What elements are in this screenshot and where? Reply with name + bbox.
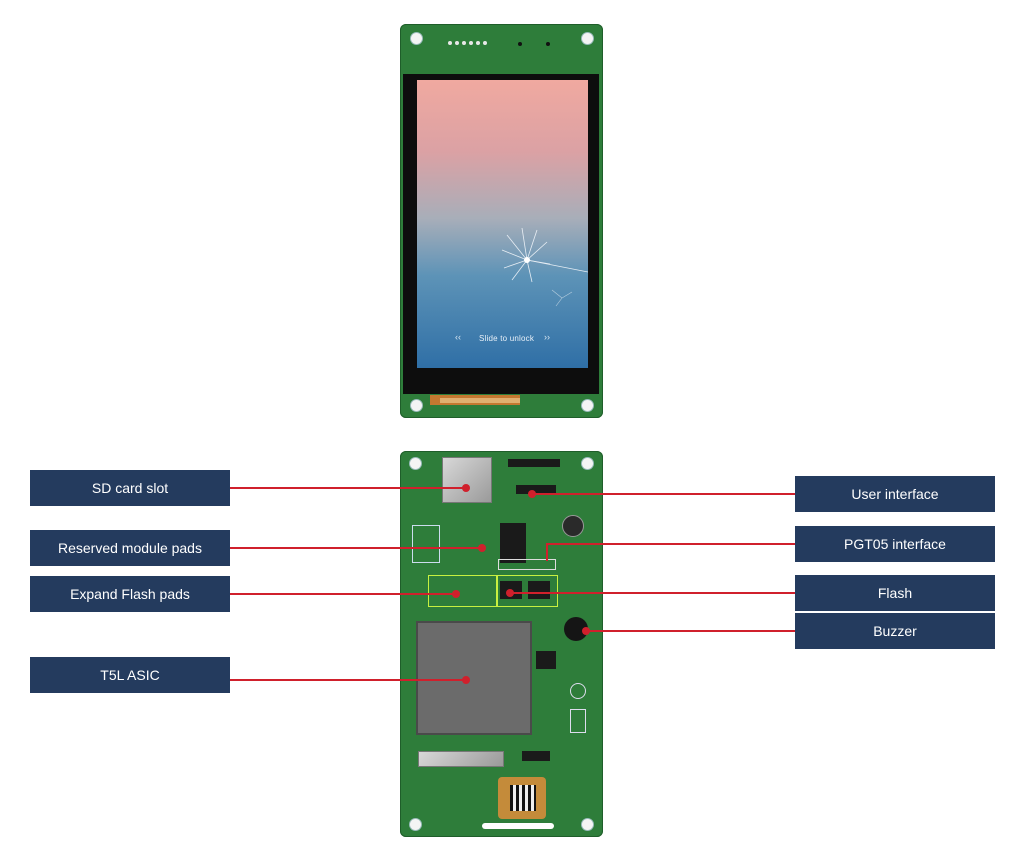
- label-t5l-asic: T5L ASIC: [30, 657, 230, 693]
- rohs-mark: [570, 709, 586, 733]
- led: [546, 42, 550, 46]
- flash-chip-secondary: [528, 581, 550, 599]
- label-reserved-module-pads: Reserved module pads: [30, 530, 230, 566]
- header-pins: [448, 32, 490, 50]
- leader-pgt05-interface: [548, 543, 795, 545]
- user-interface-connector: [508, 459, 560, 467]
- leader-buzzer: [586, 630, 795, 632]
- bottom-fpc-connector: [418, 751, 504, 767]
- leader-dot: [528, 490, 536, 498]
- label-buzzer: Buzzer: [795, 613, 995, 649]
- chevron-left-icon: ‹‹: [455, 332, 461, 342]
- user-interface-connector-lower: [516, 485, 556, 494]
- display-bezel: ‹‹ Slide to unlock ››: [403, 74, 599, 394]
- display-screen: ‹‹ Slide to unlock ››: [417, 80, 588, 368]
- leader-pgt05-drop: [546, 543, 548, 561]
- small-connector: [522, 751, 550, 761]
- sd-card-slot: [442, 457, 492, 503]
- qr-code: [510, 785, 536, 811]
- leader-reserved-module-pads: [230, 547, 482, 549]
- fpc-connector-strip: [440, 398, 520, 403]
- mount-hole: [411, 33, 422, 44]
- t5l-asic-chip: [416, 621, 532, 735]
- mount-hole: [411, 400, 422, 411]
- leader-dot: [452, 590, 460, 598]
- flash-chip-area: [496, 575, 558, 607]
- leader-dot: [582, 627, 590, 635]
- leader-flash: [510, 592, 795, 594]
- reserved-module-pads: [412, 525, 440, 563]
- mount-hole: [582, 458, 593, 469]
- leader-expand-flash-pads: [230, 593, 456, 595]
- leader-dot: [462, 676, 470, 684]
- leader-dot: [506, 589, 514, 597]
- leader-dot: [478, 544, 486, 552]
- expand-flash-pads: [428, 575, 498, 607]
- pgt05-header: [498, 559, 556, 570]
- label-user-interface: User interface: [795, 476, 995, 512]
- back-pcb: [400, 451, 603, 837]
- mount-hole: [582, 400, 593, 411]
- front-pcb: ‹‹ Slide to unlock ››: [400, 24, 603, 418]
- label-expand-flash-pads: Expand Flash pads: [30, 576, 230, 612]
- chevron-right-icon: ››: [544, 332, 550, 342]
- capacitor: [562, 515, 584, 537]
- leader-t5l-asic: [230, 679, 466, 681]
- slide-to-unlock-text: Slide to unlock: [479, 334, 535, 343]
- mount-hole: [582, 819, 593, 830]
- board-slot: [482, 823, 554, 829]
- module-pad-block: [500, 523, 526, 563]
- inductor: [536, 651, 556, 669]
- label-sd-card-slot: SD card slot: [30, 470, 230, 506]
- label-flash: Flash: [795, 575, 995, 611]
- mount-hole: [410, 458, 421, 469]
- ce-mark: [570, 683, 586, 699]
- leader-dot: [462, 484, 470, 492]
- mount-hole: [410, 819, 421, 830]
- label-pgt05-interface: PGT05 interface: [795, 526, 995, 562]
- leader-sd-card-slot: [230, 487, 466, 489]
- mount-hole: [582, 33, 593, 44]
- dandelion-image: [501, 227, 588, 307]
- led: [518, 42, 522, 46]
- leader-user-interface: [532, 493, 795, 495]
